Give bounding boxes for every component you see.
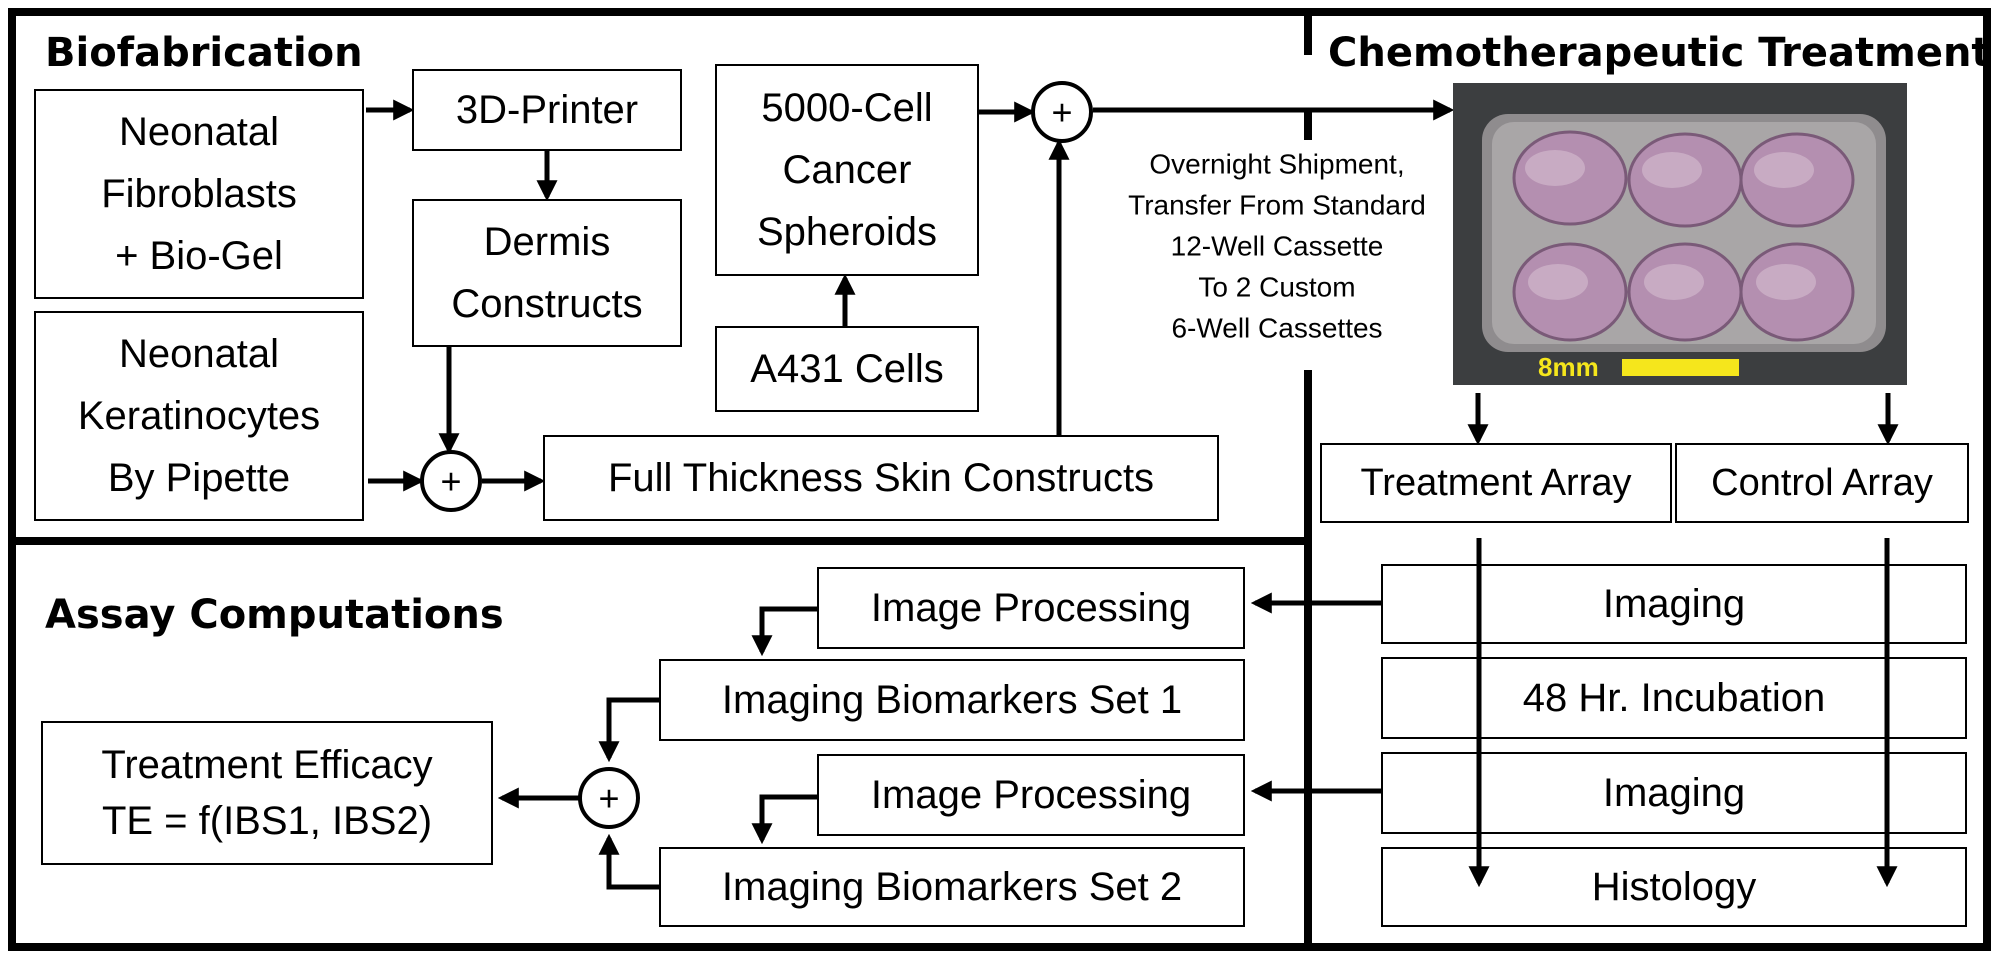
node-label-line: Control Array xyxy=(1711,462,1933,504)
scale-bar-label: 8mm xyxy=(1538,352,1599,382)
node-image-processing-2: Image Processing xyxy=(817,754,1245,836)
well-plate-photo: 8mm xyxy=(1453,83,1907,385)
section-title-chemotherapeutic: Chemotherapeutic Treatment xyxy=(1328,30,1991,76)
node-label-line: A431 Cells xyxy=(750,347,943,391)
node-label-line: Spheroids xyxy=(757,210,937,254)
node-box xyxy=(543,435,1219,521)
shipment-note-line: 6-Well Cassettes xyxy=(1171,313,1382,344)
node-full-thickness-skin-constructs: Full Thickness Skin Constructs xyxy=(543,435,1219,521)
node-box xyxy=(659,847,1245,927)
node-label-line: Neonatal xyxy=(119,332,279,376)
node-a431-cells: A431 Cells xyxy=(715,326,979,412)
node-box xyxy=(715,64,979,276)
node-treatment-efficacy: Treatment Efficacy TE = f(IBS1, IBS2) xyxy=(41,721,493,865)
shipment-note-line: Overnight Shipment, xyxy=(1149,149,1404,180)
plus-junction-efficacy: + xyxy=(578,767,640,829)
node-imaging-1: Imaging xyxy=(1381,564,1967,644)
node-treatment-array: Treatment Array xyxy=(1320,443,1672,523)
node-box xyxy=(41,721,493,865)
node-label-line: TE = f(IBS1, IBS2) xyxy=(102,799,432,843)
node-label-line: 48 Hr. Incubation xyxy=(1523,676,1825,720)
connectors xyxy=(366,99,1899,890)
node-imaging-biomarkers-set-2: Imaging Biomarkers Set 2 xyxy=(659,847,1245,927)
node-label-line: Imaging xyxy=(1603,582,1745,626)
node-box xyxy=(817,567,1245,649)
node-label-line: 5000-Cell xyxy=(761,86,932,130)
node-label-line: Cancer xyxy=(783,148,912,192)
shipment-note-line: Transfer From Standard xyxy=(1128,190,1426,221)
node-box xyxy=(659,659,1245,741)
node-imaging-biomarkers-set-1: Imaging Biomarkers Set 1 xyxy=(659,659,1245,741)
shipment-note-line: 12-Well Cassette xyxy=(1171,231,1384,262)
scale-bar xyxy=(1622,359,1739,376)
node-label-line: Full Thickness Skin Constructs xyxy=(608,456,1154,500)
node-box xyxy=(34,89,364,299)
node-imaging-2: Imaging xyxy=(1381,752,1967,834)
svg-text:+: + xyxy=(598,778,619,819)
node-label-line: Image Processing xyxy=(871,586,1191,630)
svg-text:+: + xyxy=(440,461,461,502)
node-label-line: + Bio-Gel xyxy=(115,234,283,278)
node-label-line: Image Processing xyxy=(871,773,1191,817)
node-label-line: Imaging Biomarkers Set 1 xyxy=(722,678,1182,722)
divider-gap-mask-note xyxy=(1300,140,1316,370)
node-label-line: Treatment Array xyxy=(1360,462,1631,504)
shipment-note-line: To 2 Custom xyxy=(1198,272,1355,303)
svg-text:+: + xyxy=(1051,92,1072,133)
node-label-line: Imaging Biomarkers Set 2 xyxy=(722,865,1182,909)
divider-gap-mask xyxy=(1300,55,1316,109)
node-histology: Histology xyxy=(1381,847,1967,927)
node-label-line: Dermis xyxy=(484,220,611,264)
node-3d-printer: 3D-Printer xyxy=(412,69,682,151)
node-box xyxy=(1675,443,1969,523)
node-label-line: Constructs xyxy=(451,282,642,326)
section-title-biofabrication: Biofabrication xyxy=(45,30,363,76)
shipment-note: Overnight Shipment, Transfer From Standar… xyxy=(1128,149,1426,344)
node-label-line: Histology xyxy=(1592,865,1757,909)
photo-wells xyxy=(1512,130,1855,342)
section-title-assay: Assay Computations xyxy=(45,592,504,638)
node-label-line: Neonatal xyxy=(119,110,279,154)
node-control-array: Control Array xyxy=(1675,443,1969,523)
node-label-line: By Pipette xyxy=(108,456,290,500)
outer-frame xyxy=(8,8,1991,951)
node-box xyxy=(1320,443,1672,523)
node-label-line: 3D-Printer xyxy=(456,88,638,132)
node-label-line: Fibroblasts xyxy=(101,172,297,216)
node-box xyxy=(412,69,682,151)
node-box xyxy=(817,754,1245,836)
plus-junction-shipment: + xyxy=(1031,81,1093,143)
plus-junction-skin: + xyxy=(420,450,482,512)
node-48-hr-incubation: 48 Hr. Incubation xyxy=(1381,657,1967,739)
node-image-processing-1: Image Processing xyxy=(817,567,1245,649)
node-box xyxy=(34,311,364,521)
node-label-line: Treatment Efficacy xyxy=(101,743,432,787)
node-label-line: Keratinocytes xyxy=(78,394,320,438)
node-label-line: Imaging xyxy=(1603,771,1745,815)
